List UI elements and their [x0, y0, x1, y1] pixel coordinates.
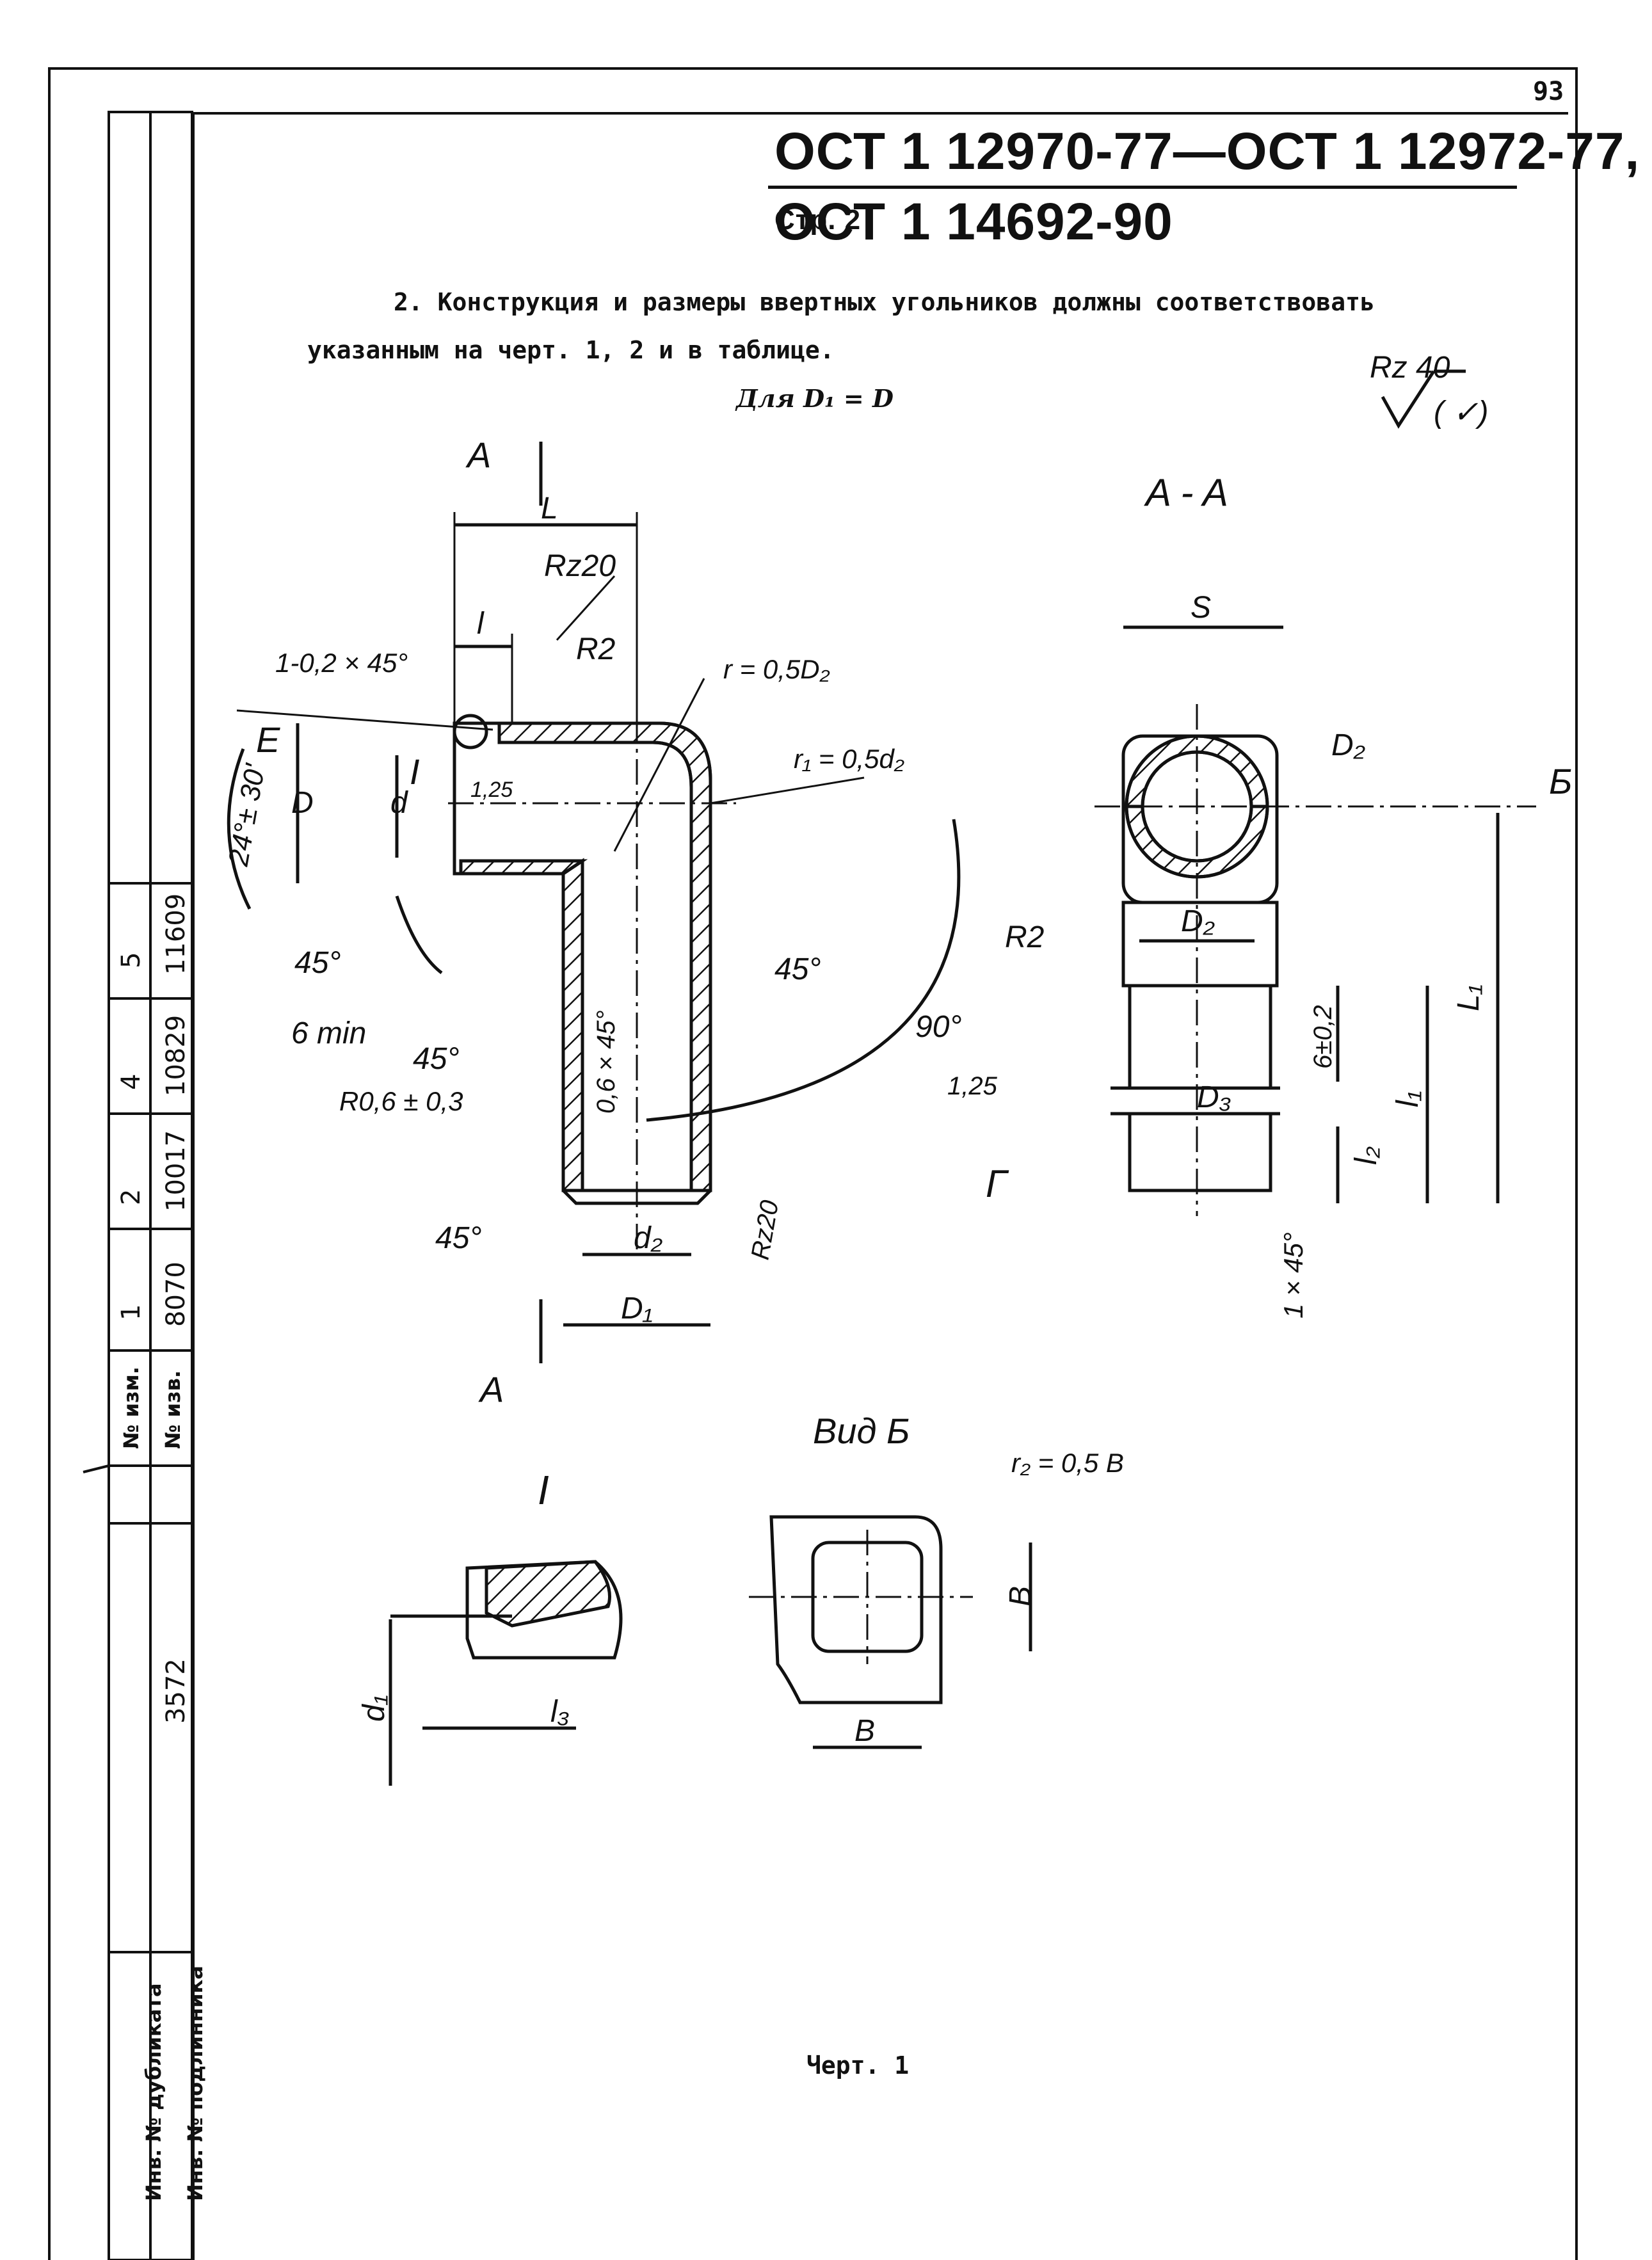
dim-d: d [390, 786, 408, 820]
stamp-inv-original: Инв. № подлинника [183, 1966, 207, 2201]
radius-r06: R0,6 ± 0,3 [339, 1086, 463, 1116]
section-mark-a-bottom: A [478, 1369, 504, 1409]
angle-45-b: 45° [774, 952, 821, 986]
label-E: E [256, 719, 280, 760]
dim-6min: 6 min [291, 1016, 366, 1050]
dim-D2-a: D₂ [1331, 728, 1365, 762]
roughness-bracket: ( ✓) [1434, 396, 1489, 429]
stamp-doc-1: 8070 [161, 1262, 191, 1327]
page-frame [48, 67, 1578, 2260]
stamp-izm-4: 4 [116, 1073, 146, 1090]
paragraph-line-1: 2. Конструкция и размеры ввертных угольн… [394, 288, 1375, 316]
dim-B-vertical: B [1004, 1586, 1038, 1607]
paragraph-line-2: указанным на черт. 1, 2 и в таблице. [307, 336, 835, 364]
stamp-inv-value: 3572 [161, 1658, 191, 1724]
radius-R2: R2 [576, 632, 615, 666]
stamp-doc-2: 10017 [161, 1130, 191, 1212]
dim-l: l [477, 607, 485, 641]
dim-B-horizontal: B [854, 1714, 875, 1748]
label-G: Г [986, 1162, 1009, 1205]
stamp-doc-4: 10829 [161, 1014, 191, 1096]
detail-i-title: I [538, 1467, 549, 1513]
stamp-izm-2: 2 [116, 1189, 146, 1205]
section-mark-a-top: A [465, 435, 491, 475]
page-reference: Стр. 2 [774, 204, 862, 236]
angle-90: 90° [915, 1010, 962, 1044]
dim-S: S [1191, 591, 1211, 625]
dim-D2-b: D₂ [1181, 904, 1215, 938]
stamp-izm-5: 5 [116, 952, 146, 968]
document-title-line1: ОСТ 1 12970-77—ОСТ 1 12972-77, Стр. 2 [774, 122, 1652, 242]
dim-l2: l₂ [1349, 1146, 1383, 1165]
stamp-doc-5: 11609 [161, 893, 191, 975]
title-underline [768, 186, 1517, 189]
dim-L: L [541, 492, 558, 525]
dim-6-02: 6±0,2 [1309, 1005, 1337, 1069]
condition-text: Для D₁ = D [736, 384, 894, 413]
dim-l3: l₃ [550, 1695, 570, 1729]
dim-d1: d₁ [357, 1695, 391, 1722]
dim-l1: l₁ [1391, 1091, 1425, 1107]
stamp-izm-header: № изм. [119, 1366, 143, 1449]
stamp-doc-header: № изв. [161, 1370, 185, 1449]
chamfer-label: 1-0,2 × 45° [275, 648, 408, 678]
dim-D: D [291, 786, 314, 820]
chamfer-1x45: 1 × 45° [1278, 1232, 1308, 1318]
rough-rz20-top: Rz20 [544, 549, 616, 583]
page-number: 93 [1533, 77, 1564, 106]
arrow-b-label: Б [1549, 761, 1572, 801]
roughness-rz40-label: Rz 40 [1370, 351, 1450, 385]
radius-r2: r₂ = 0,5 B [1011, 1448, 1124, 1478]
document-title-line2: ОСТ 1 14692-90 [774, 193, 1173, 251]
radius-R2-b: R2 [1005, 920, 1044, 954]
stamp-inv-duplicate: Инв. № дубликата [141, 1983, 166, 2201]
view-b-title: Вид Б [813, 1411, 910, 1451]
standard-range: ОСТ 1 12970-77—ОСТ 1 12972-77, [774, 122, 1640, 180]
rough-125: 1,25 [470, 778, 513, 802]
angle-45-c: 45° [413, 1042, 460, 1076]
revision-stamp [83, 111, 193, 2260]
label-I: I [410, 751, 420, 792]
dim-L1: L₁ [1452, 984, 1486, 1011]
radius-r1: r₁ = 0,5d₂ [794, 744, 904, 774]
dim-d2: d₂ [634, 1221, 662, 1255]
dim-D1: D₁ [621, 1292, 653, 1326]
angle-45-a: 45° [294, 946, 341, 980]
dim-D3: D₃ [1197, 1080, 1231, 1114]
chamfer-06: 0,6 × 45° [592, 1010, 620, 1114]
stamp-izm-1: 1 [116, 1304, 146, 1320]
radius-r: r = 0,5D₂ [723, 654, 830, 684]
rough-rz20-bottom: Rz20 [746, 1198, 785, 1262]
rough-125-b: 1,25 [947, 1072, 998, 1100]
roughness-symbol [1381, 370, 1436, 429]
section-aa-title: A - A [1144, 471, 1228, 514]
figure-caption: Черт. 1 [806, 2051, 910, 2080]
angle-45-d: 45° [435, 1221, 482, 1255]
